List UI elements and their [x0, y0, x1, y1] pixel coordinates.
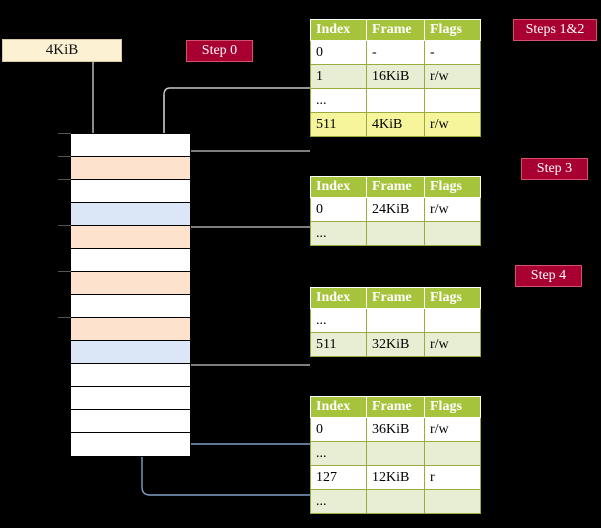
cell-frame: 4KiB: [366, 112, 425, 137]
cell-index: 1: [310, 64, 367, 89]
memory-frame-7: [71, 295, 190, 318]
badge-steps-1-2: Steps 1&2: [513, 19, 597, 41]
memory-tick-6: [58, 271, 71, 272]
cell-flags: [424, 308, 481, 333]
cell-index: 511: [310, 332, 367, 357]
column-header-frame: Frame: [366, 19, 425, 41]
column-header-flags: Flags: [424, 396, 481, 418]
cell-index: ...: [310, 308, 367, 333]
memory-frame-2: [71, 180, 190, 203]
column-header-frame: Frame: [366, 396, 425, 418]
memory-tick-0: [58, 133, 71, 134]
memory-tick-4: [58, 225, 71, 226]
cell-index: ...: [310, 441, 367, 466]
memory-tick-2: [58, 179, 71, 180]
column-header-flags: Flags: [424, 19, 481, 41]
table-row: ...: [310, 441, 481, 466]
memory-frame-13: [71, 433, 190, 456]
cell-index: 127: [310, 465, 367, 490]
cell-frame: [366, 221, 425, 246]
badge-step-0: Step 0: [186, 40, 253, 62]
memory-frame-1: [71, 157, 190, 180]
memory-frame-10: [71, 364, 190, 387]
cell-index: ...: [310, 88, 367, 113]
column-header-frame: Frame: [366, 287, 425, 309]
cell-flags: r: [424, 465, 481, 490]
memory-tick-1: [58, 156, 71, 157]
table-row: ...: [310, 308, 481, 333]
cell-index: 0: [310, 417, 367, 442]
column-header-index: Index: [310, 396, 367, 418]
cell-frame: [366, 88, 425, 113]
table-row: ...: [310, 489, 481, 514]
column-header-frame: Frame: [366, 176, 425, 198]
table-row: ...: [310, 221, 481, 246]
cell-frame: 24KiB: [366, 197, 425, 222]
cell-index: 0: [310, 40, 367, 65]
memory-frame-9: [71, 341, 190, 364]
cell-frame: [366, 308, 425, 333]
table-row: ...: [310, 88, 481, 113]
cell-index: ...: [310, 489, 367, 514]
cell-index: 0: [310, 197, 367, 222]
memory-tick-8: [58, 317, 71, 318]
source-size-box: 4KiB: [2, 39, 122, 62]
cell-frame: [366, 489, 425, 514]
cell-index: ...: [310, 221, 367, 246]
column-header-flags: Flags: [424, 287, 481, 309]
wire-memory-to-t3r511: [171, 364, 310, 386]
memory-frame-0: [71, 134, 190, 157]
cell-flags: r/w: [424, 332, 481, 357]
wire-memory-to-t1r511: [177, 144, 310, 152]
table-row: 0--: [310, 40, 481, 65]
cell-frame: 12KiB: [366, 465, 425, 490]
cell-flags: r/w: [424, 197, 481, 222]
memory-frame-12: [71, 410, 190, 433]
cell-flags: [424, 489, 481, 514]
column-header-index: Index: [310, 287, 367, 309]
memory-frame-5: [71, 249, 190, 272]
cell-flags: r/w: [424, 64, 481, 89]
badge-step-4: Step 4: [515, 265, 582, 287]
cell-flags: [424, 221, 481, 246]
memory-frame-8: [71, 318, 190, 341]
cell-frame: 36KiB: [366, 417, 425, 442]
cell-flags: -: [424, 40, 481, 65]
column-header-flags: Flags: [424, 176, 481, 198]
cell-flags: r/w: [424, 417, 481, 442]
memory-frame-6: [71, 272, 190, 295]
memory-frame-11: [71, 387, 190, 410]
badge-step-3: Step 3: [521, 158, 588, 180]
cell-frame: 32KiB: [366, 332, 425, 357]
cell-frame: 16KiB: [366, 64, 425, 89]
cell-frame: [366, 441, 425, 466]
cell-frame: -: [366, 40, 425, 65]
cell-flags: [424, 441, 481, 466]
memory-frame-4: [71, 226, 190, 249]
cell-index: 511: [310, 112, 367, 137]
column-header-index: Index: [310, 176, 367, 198]
column-header-index: Index: [310, 19, 367, 41]
cell-flags: [424, 88, 481, 113]
cell-flags: r/w: [424, 112, 481, 137]
physical-memory-block: [70, 133, 191, 457]
memory-frame-3: [71, 203, 190, 226]
